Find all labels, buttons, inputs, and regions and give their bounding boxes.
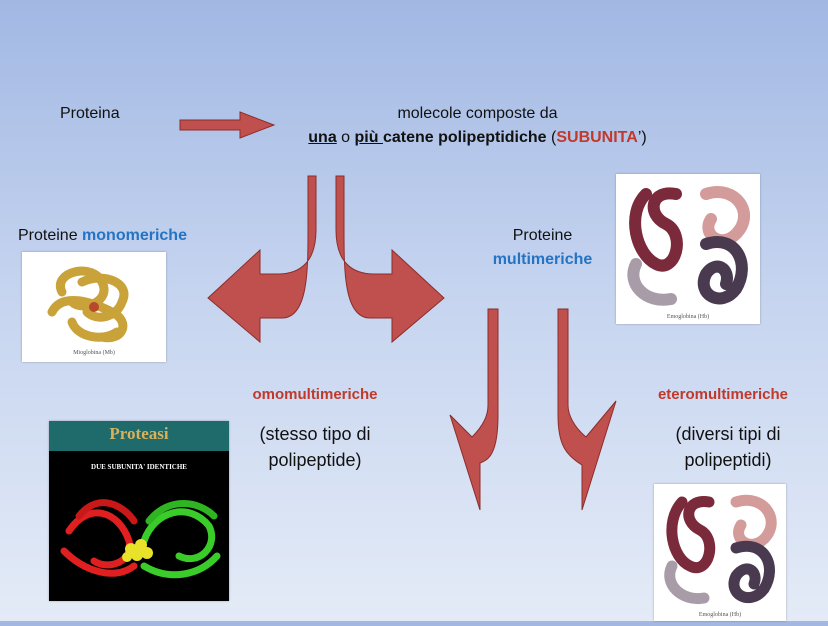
proteasi-subtitle: DUE SUBUNITA' IDENTICHE xyxy=(91,463,187,471)
proteasi-header xyxy=(49,421,229,451)
proteasi-structure xyxy=(60,499,221,579)
mono-highlight: monomeriche xyxy=(82,227,187,244)
paren-open: ( xyxy=(546,129,557,146)
etero-desc1: (diversi tipi di xyxy=(675,424,781,444)
word-piu: più xyxy=(354,129,383,146)
definition-line2: una o più catene polipeptidiche (SUBUNIT… xyxy=(270,129,685,147)
omo-desc2: polipeptide) xyxy=(268,450,362,470)
arrow-to-omo xyxy=(449,308,499,511)
omo-title: omomultimeriche xyxy=(252,386,378,403)
split-arrow-right xyxy=(335,175,445,344)
word-subunita: SUBUNITA xyxy=(556,129,638,146)
hemoglobin-image-top: Emoglobina (Hb) xyxy=(616,174,760,324)
split-arrow-left xyxy=(207,175,317,344)
myoglobin-structure xyxy=(47,266,129,343)
hemoglobin-caption-top: Emoglobina (Hb) xyxy=(666,314,710,320)
myoglobin-caption: Mioglobina (Mb) xyxy=(73,350,115,356)
proteasi-title: Proteasi xyxy=(109,424,169,443)
definition-line1: molecole composte da xyxy=(397,105,558,122)
word-o: o xyxy=(336,129,355,146)
omo-desc1: (stesso tipo di xyxy=(259,424,371,444)
arrow-to-etero xyxy=(557,308,617,511)
hemoglobin-structure-bottom xyxy=(664,494,777,605)
word-catene: catene polipeptidiche xyxy=(382,129,547,146)
proteina-label: Proteina xyxy=(60,105,120,122)
word-una: una xyxy=(308,129,337,146)
right-arrow xyxy=(179,111,276,139)
paren-close: ’) xyxy=(637,129,647,146)
etero-desc2: polipeptidi) xyxy=(684,450,772,470)
proteasi-image: Proteasi DUE SUBUNITA' IDENTICHE xyxy=(49,421,229,601)
etero-title: eteromultimeriche xyxy=(657,386,789,403)
mono-prefix: Proteine xyxy=(18,227,83,244)
multi-line2: multimeriche xyxy=(492,251,593,268)
hemoglobin-image-bottom: Emoglobina (Hb) xyxy=(654,484,786,621)
mono-label: Proteine monomeriche xyxy=(18,227,187,245)
hemoglobin-caption-bottom: Emoglobina (Hb) xyxy=(698,612,742,618)
hemoglobin-structure-top xyxy=(627,186,750,306)
myoglobin-image: Mioglobina (Mb) xyxy=(22,252,166,362)
multi-line1: Proteine xyxy=(512,227,573,244)
